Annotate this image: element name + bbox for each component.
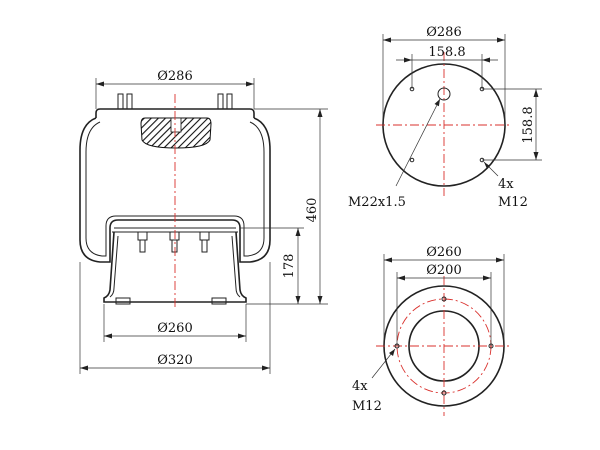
dim-bottom-inner: Ø200 — [396, 263, 492, 346]
top-bolt-count: 4x — [498, 177, 514, 192]
dim-top-width: Ø286 — [95, 69, 255, 109]
dim-max-width: Ø320 — [79, 262, 271, 374]
bottom-bolt-thread: M12 — [352, 399, 382, 414]
bottom-bolt-holes — [394, 296, 494, 396]
dim-top-outer-label: Ø286 — [426, 25, 461, 40]
dim-bottom-width: Ø260 — [103, 304, 247, 342]
dim-top-outer: Ø286 — [382, 25, 506, 125]
bottom-bolt-leader: 4x M12 — [352, 348, 396, 414]
thread-leader: M22x1.5 — [348, 98, 441, 210]
dim-top-width-label: Ø286 — [157, 69, 192, 84]
side-view: Ø286 460 178 Ø260 — [79, 69, 328, 374]
bottom-bolt-count: 4x — [352, 379, 368, 394]
dim-total-height: 460 — [246, 108, 328, 305]
dim-bolt-spacing-v: 158.8 — [482, 88, 542, 161]
top-bolt-thread: M12 — [498, 195, 528, 210]
top-bolt-holes — [409, 86, 485, 163]
top-insert-hatched — [140, 117, 212, 149]
dim-piston-height-label: 178 — [282, 254, 297, 279]
top-view: Ø286 158.8 158.8 M22x1.5 — [348, 25, 542, 210]
dim-bolt-spacing-v-label: 158.8 — [521, 106, 536, 143]
m22-hole — [437, 87, 451, 101]
dim-bottom-width-label: Ø260 — [157, 321, 192, 336]
dim-total-height-label: 460 — [305, 198, 320, 223]
dim-bolt-spacing-h: 158.8 — [396, 45, 498, 89]
bottom-studs — [115, 297, 227, 305]
top-plate — [95, 108, 255, 118]
top-studs — [117, 93, 233, 110]
dim-max-width-label: Ø320 — [157, 353, 192, 368]
dim-bottom-outer: Ø260 — [383, 245, 505, 346]
dim-piston-height: 178 — [240, 227, 304, 304]
top-bolt-leader: 4x M12 — [483, 161, 528, 210]
thread-label: M22x1.5 — [348, 195, 406, 210]
dim-bolt-spacing-h-label: 158.8 — [428, 45, 465, 60]
piston-bolts — [137, 231, 210, 253]
bottom-view: Ø260 Ø200 4x M12 — [352, 245, 512, 416]
dim-bottom-outer-label: Ø260 — [426, 245, 461, 260]
dim-bottom-inner-label: Ø200 — [426, 263, 461, 278]
